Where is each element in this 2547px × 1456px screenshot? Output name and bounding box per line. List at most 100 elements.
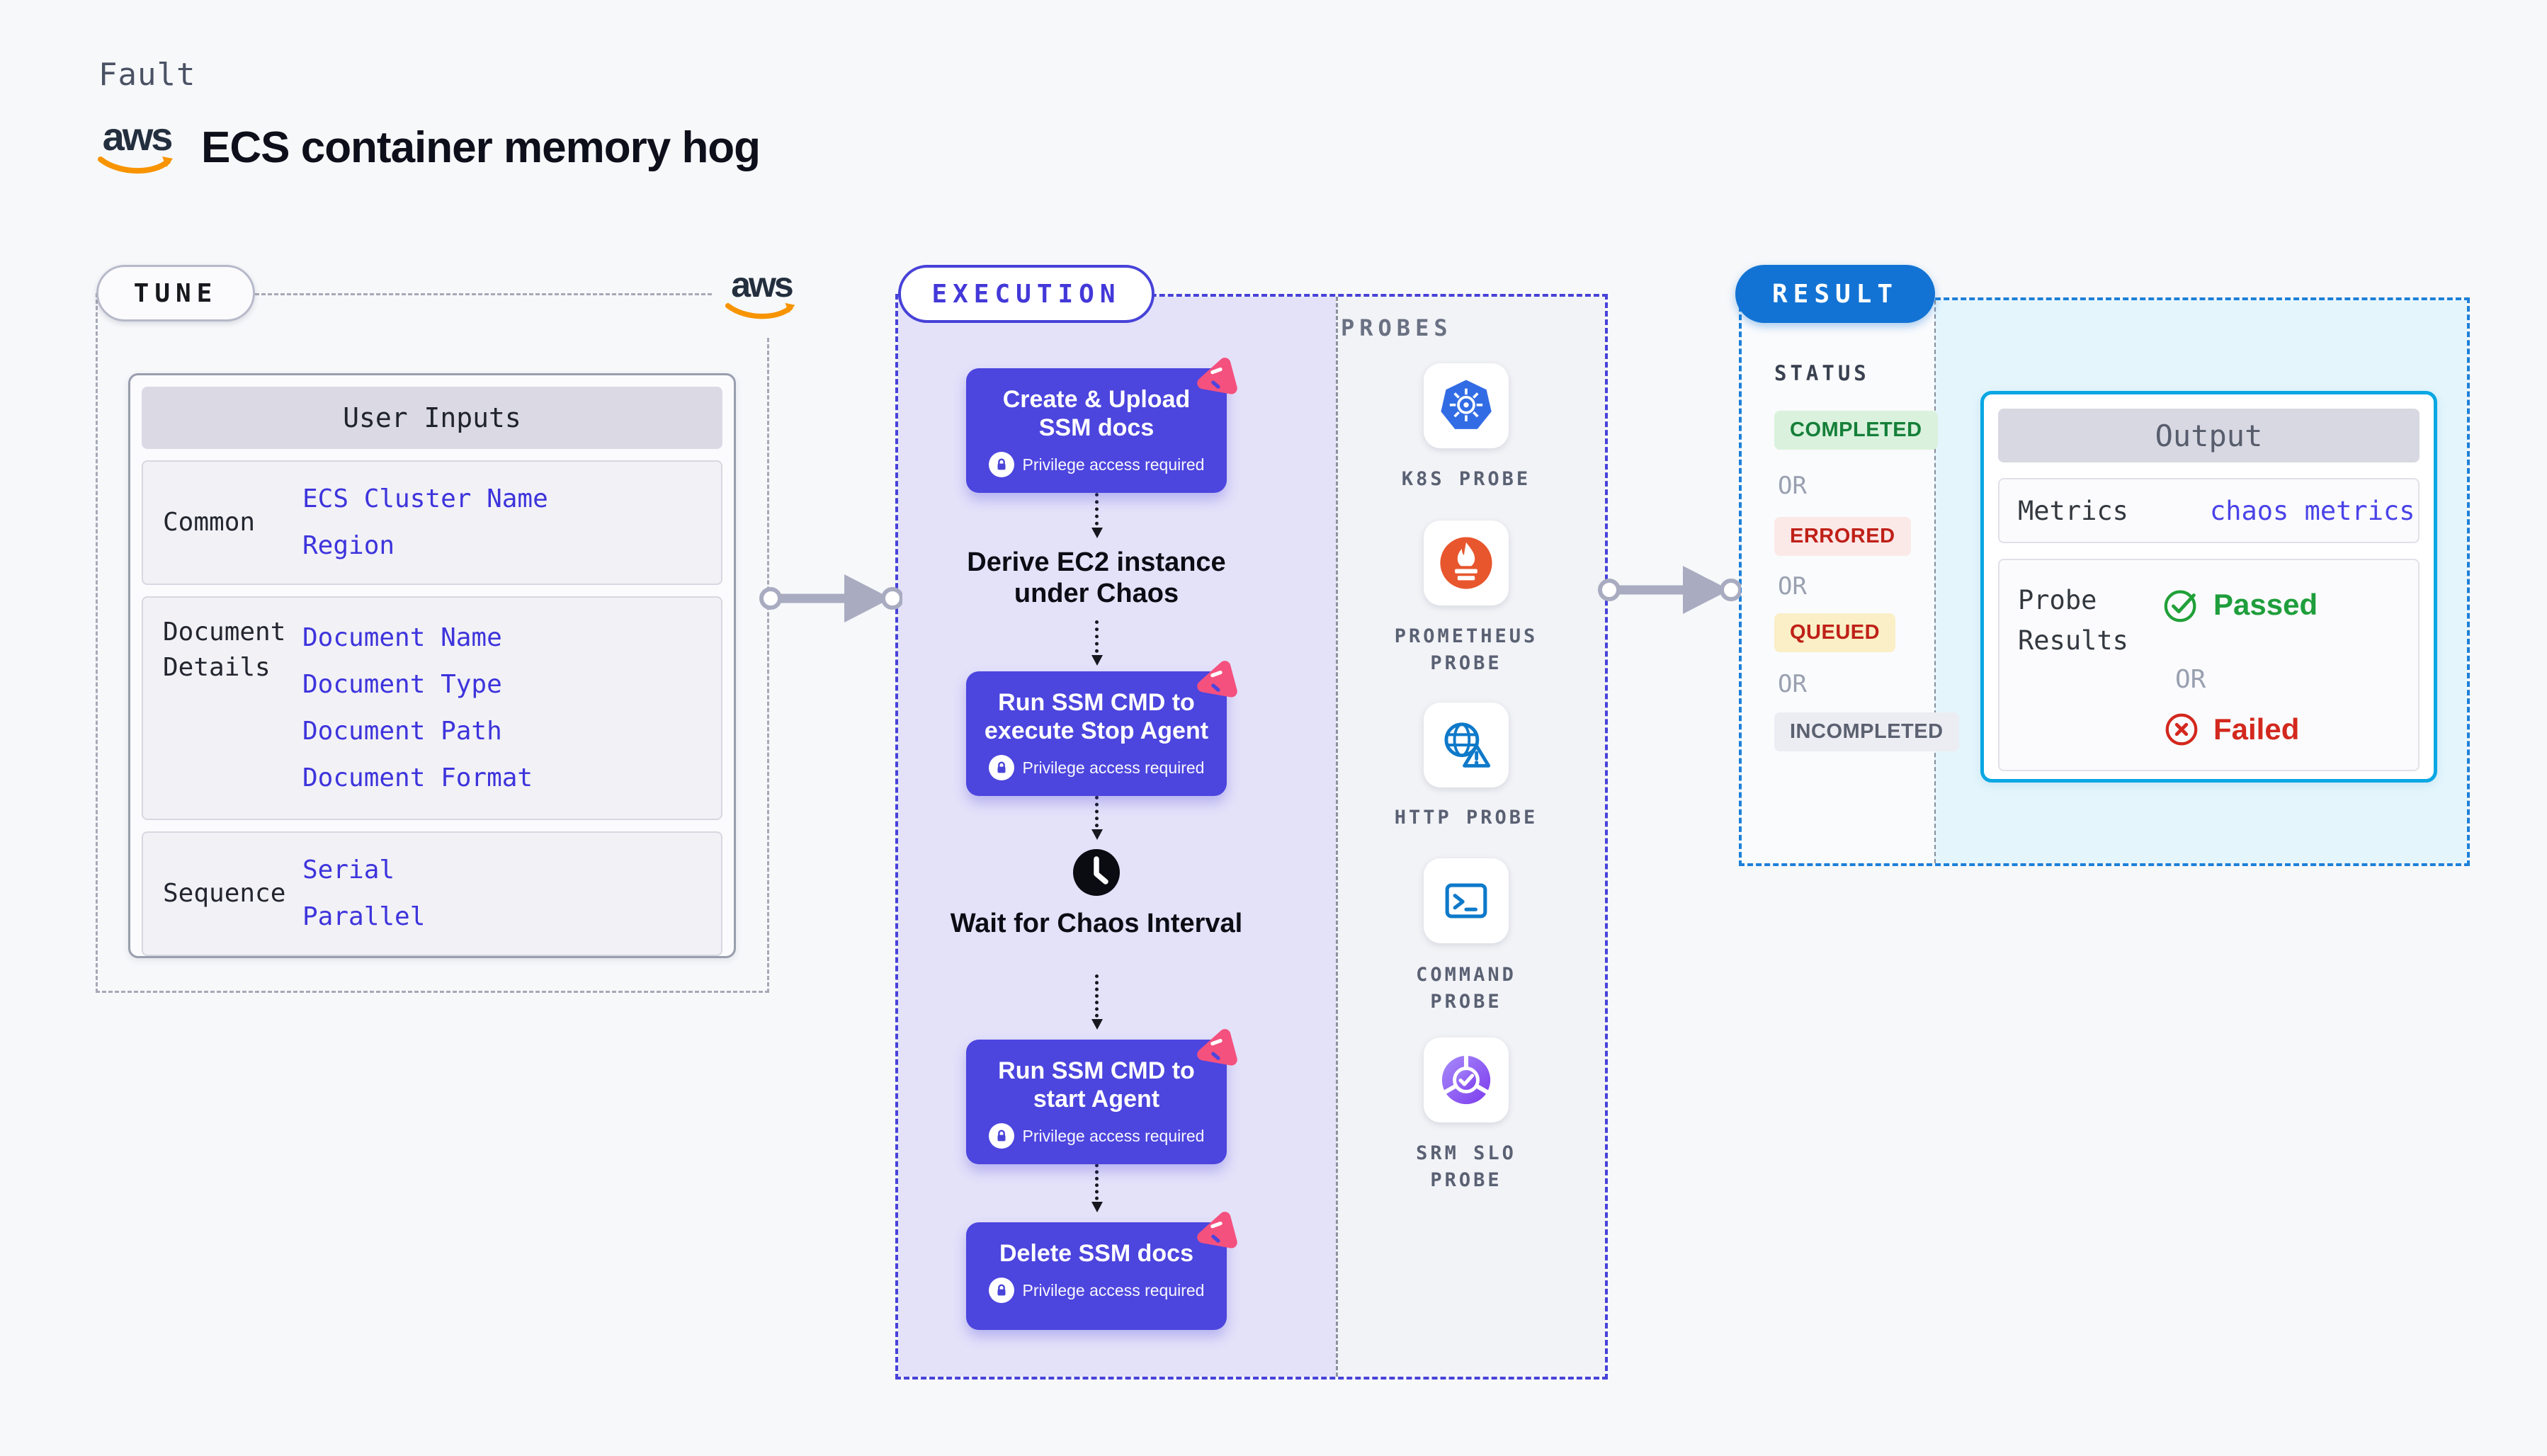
result-pill: RESULT <box>1735 265 1935 323</box>
step-create-upload-ssm-docs: Create & Upload SSM docs Privilege acces… <box>966 358 1237 494</box>
metrics-label: Metrics <box>2018 495 2128 526</box>
step-title: Run SSM CMD to start Agent <box>998 1057 1195 1113</box>
tune-pill: TUNE <box>96 265 255 322</box>
step-title: Run SSM CMD to execute Stop Agent <box>984 689 1209 745</box>
x-circle-icon <box>2165 713 2198 746</box>
step-derive-ec2-instance: Derive EC2 instance under Chaos <box>967 547 1226 609</box>
or-separator: OR <box>1778 472 1807 500</box>
prometheus-probe-card <box>1424 521 1509 605</box>
input-value: ECS Cluster Name <box>302 484 548 513</box>
http-probe-label: HTTP PROBE <box>1394 807 1538 829</box>
terminal-icon <box>1445 883 1487 918</box>
arrow-tune-to-execution <box>759 574 902 622</box>
page-title: ECS container memory hog <box>201 123 761 172</box>
step-run-ssm-cmd-start-agent: Run SSM CMD to start Agent Privilege acc… <box>966 1029 1237 1165</box>
status-badge-completed: COMPLETED <box>1774 411 1938 450</box>
step-title: Delete SSM docs <box>999 1240 1193 1267</box>
step-run-ssm-cmd-stop-agent: Run SSM CMD to execute Stop Agent Privil… <box>966 661 1237 797</box>
flow-arrow-down <box>1091 789 1103 840</box>
aws-smile-icon <box>725 302 795 319</box>
input-value: Document Type <box>302 670 502 699</box>
input-value: Serial <box>302 855 395 885</box>
privilege-note: Privilege access required <box>980 452 1213 478</box>
probes-panel <box>1336 297 1605 1377</box>
row-label: Common <box>163 507 256 537</box>
aws-logo: aws <box>93 114 180 176</box>
status-badge-queued: QUEUED <box>1774 613 1896 652</box>
row-values: Document Name Document Type Document Pat… <box>302 615 533 802</box>
k8s-probe-card <box>1424 363 1509 448</box>
aws-smile-icon <box>98 157 173 174</box>
chaos-sparkle-icon <box>1197 1029 1237 1066</box>
user-inputs-header: User Inputs <box>142 387 722 449</box>
or-separator: OR <box>1778 572 1807 601</box>
flow-arrow-down <box>1091 974 1103 1030</box>
aws-logo-text: aws <box>102 114 174 159</box>
command-probe-card <box>1424 858 1509 943</box>
input-value: Parallel <box>302 902 426 931</box>
output-card: Output Metrics chaos metrics Probe Resul… <box>1980 391 2437 783</box>
metrics-row: Metrics chaos metrics <box>1998 478 2420 543</box>
flow-arrow-down <box>1091 620 1103 666</box>
passed-label: Passed <box>2213 588 2318 621</box>
chaos-sparkle-icon <box>1197 358 1237 394</box>
failed-label: Failed <box>2213 712 2300 746</box>
k8s-probe-label: K8S PROBE <box>1401 468 1531 490</box>
input-value: Document Name <box>302 623 502 652</box>
privilege-note-text: Privilege access required <box>1022 1280 1205 1299</box>
input-value: Region <box>302 531 395 560</box>
table-row: Sequence Serial Parallel <box>142 831 722 956</box>
row-values: Serial Parallel <box>302 847 425 940</box>
aws-logo-text: aws <box>731 264 793 305</box>
probe-results-row: Probe Results Passed OR Failed <box>1998 559 2420 771</box>
flow-arrow-down <box>1091 1157 1103 1212</box>
srm-slo-probe-label: SRM SLO PROBE <box>1416 1142 1516 1191</box>
http-probe-card <box>1424 703 1509 787</box>
row-label: Sequence <box>163 878 286 908</box>
status-badge-incompleted: INCOMPLETED <box>1774 712 1959 751</box>
probes-divider <box>1336 297 1338 1377</box>
lock-icon <box>988 1278 1014 1304</box>
diagram-header: aws ECS container memory hog <box>93 114 761 176</box>
execution-pill: EXECUTION <box>898 265 1155 323</box>
step-wait-for-chaos-interval: Wait for Chaos Interval <box>950 909 1243 938</box>
table-row: Common ECS Cluster Name Region <box>142 460 722 585</box>
slo-donut-check-icon <box>1441 1054 1491 1105</box>
user-inputs-table: User Inputs Common ECS Cluster Name Regi… <box>128 373 736 958</box>
metrics-value: chaos metrics <box>2209 495 2415 526</box>
status-divider <box>1934 300 1936 863</box>
probe-result-passed: Passed <box>2162 586 2318 624</box>
privilege-note-text: Privilege access required <box>1022 758 1205 777</box>
input-value: Document Format <box>302 763 533 792</box>
privilege-note: Privilege access required <box>980 1123 1213 1149</box>
command-probe-label: COMMAND PROBE <box>1416 964 1516 1013</box>
probes-heading: PROBES <box>1341 314 1453 341</box>
check-circle-icon <box>2164 590 2196 622</box>
output-header: Output <box>1998 409 2420 462</box>
step-delete-ssm-docs: Delete SSM docs Privilege access require… <box>966 1212 1237 1330</box>
privilege-note-text: Privilege access required <box>1022 455 1205 474</box>
flow-arrow-down <box>1091 486 1103 538</box>
status-heading: STATUS <box>1774 361 1870 385</box>
row-label: Document Details <box>163 618 286 683</box>
fault-kind-label: Fault <box>98 57 196 93</box>
privilege-note: Privilege access required <box>980 755 1213 781</box>
tune-section-box <box>96 293 769 993</box>
chaos-sparkle-icon <box>1197 661 1237 698</box>
privilege-note: Privilege access required <box>980 1278 1213 1304</box>
or-separator: OR <box>1778 670 1807 698</box>
chaos-sparkle-icon <box>1197 1212 1237 1249</box>
table-row: Document Details Document Name Document … <box>142 596 722 820</box>
prometheus-icon <box>1440 537 1492 589</box>
arrow-execution-to-result <box>1598 566 1741 614</box>
prometheus-probe-label: PROMETHEUS PROBE <box>1394 625 1538 674</box>
input-value: Document Path <box>302 717 502 746</box>
status-badge-errored: ERRORED <box>1774 517 1911 556</box>
probe-results-label: Probe Results <box>2018 585 2128 656</box>
kubernetes-icon <box>1441 380 1492 429</box>
step-title: Create & Upload SSM docs <box>1002 386 1191 442</box>
globe-warning-icon <box>1444 722 1491 768</box>
status-panel <box>1742 300 1934 863</box>
probe-result-failed: Failed <box>2162 710 2299 749</box>
lock-icon <box>988 452 1014 478</box>
